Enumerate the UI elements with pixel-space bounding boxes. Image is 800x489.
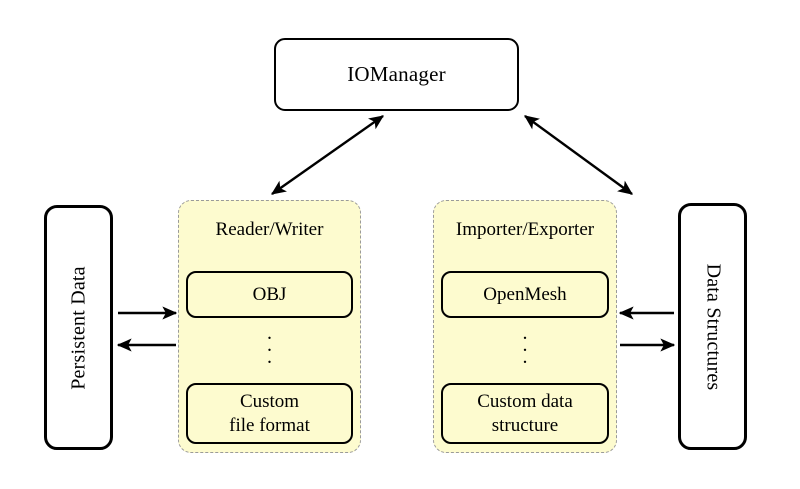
ellipsis-reader-writer: . . . <box>267 322 272 368</box>
node-iomanager-label: IOManager <box>347 62 446 87</box>
node-custom-data-structure[interactable]: Custom data structure <box>441 383 609 444</box>
node-persistent-data[interactable]: Persistent Data <box>44 205 113 450</box>
panel-reader-writer: Reader/Writer OBJ . . . Custom file form… <box>178 200 361 453</box>
node-custom-data-structure-line2: structure <box>491 414 559 436</box>
arrow-iomanager-reader-writer <box>271 115 384 195</box>
node-custom-file-format-line2: file format <box>229 414 310 436</box>
panel-importer-exporter: Importer/Exporter OpenMesh . . . Custom … <box>433 200 617 453</box>
node-openmesh[interactable]: OpenMesh <box>441 271 609 318</box>
node-openmesh-label: OpenMesh <box>483 283 567 305</box>
panel-importer-exporter-title: Importer/Exporter <box>455 219 595 240</box>
node-obj-label: OBJ <box>252 283 287 305</box>
arrow-iomanager-importer-exporter <box>524 115 633 195</box>
node-data-structures-label: Data Structures <box>702 263 724 390</box>
panel-reader-writer-title: Reader/Writer <box>215 219 324 240</box>
node-data-structures[interactable]: Data Structures <box>678 203 747 450</box>
node-custom-data-structure-line1: Custom data <box>477 391 573 413</box>
node-obj[interactable]: OBJ <box>186 271 353 318</box>
node-iomanager[interactable]: IOManager <box>274 38 519 111</box>
node-custom-file-format[interactable]: Custom file format <box>186 383 353 444</box>
node-custom-file-format-line1: Custom <box>239 391 300 413</box>
node-persistent-data-label: Persistent Data <box>67 265 89 390</box>
ellipsis-importer-exporter: . . . <box>522 322 528 368</box>
